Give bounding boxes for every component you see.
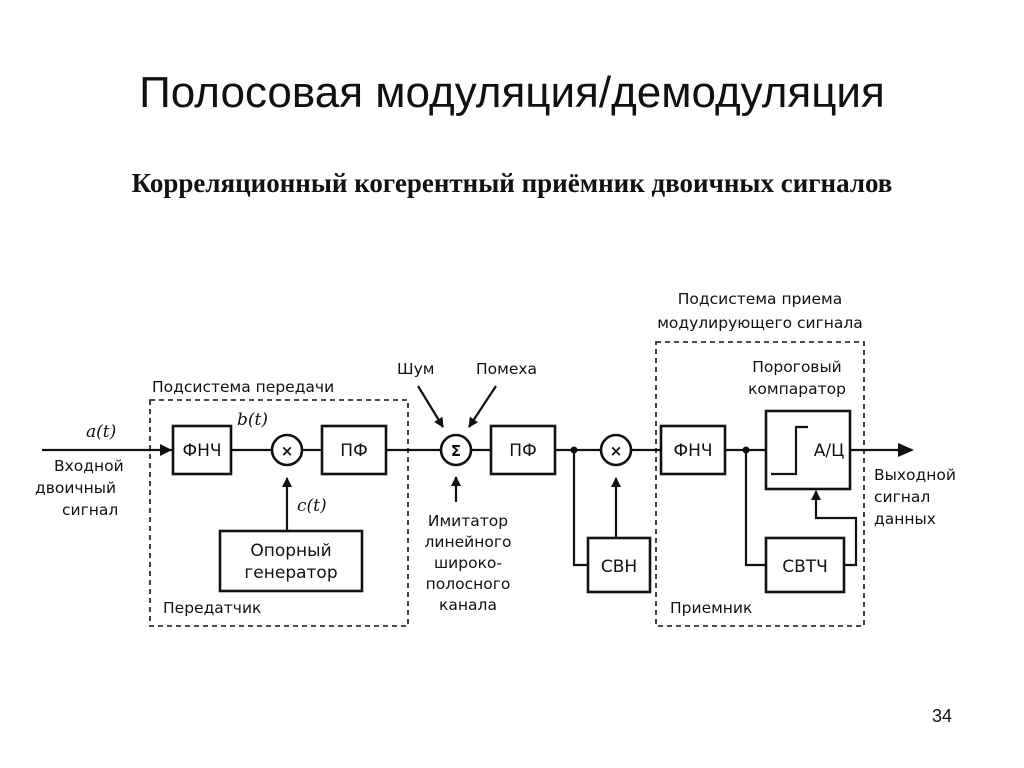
tx-bandpass-label: ПФ: [340, 441, 367, 461]
simulator-label-line2: линейного: [425, 533, 512, 551]
input-label-line2: двоичный: [35, 479, 116, 497]
simulator-label-line5: канала: [439, 596, 497, 614]
reference-signal-c: c(t): [297, 496, 327, 516]
input-label-line3: сигнал: [62, 501, 118, 519]
receiver-subsystem-label-line1: Подсистема приема: [678, 290, 842, 308]
demod-mixer: [599, 433, 633, 467]
mixer-signal-b: b(t): [237, 410, 268, 430]
clock-feedback-line: [811, 490, 858, 567]
output-label-line2: сигнал: [874, 488, 930, 506]
input-arrowhead: [160, 444, 172, 456]
input-label-line1: Входной: [54, 457, 124, 475]
input-signal-a: a(t): [86, 422, 116, 442]
adc-block: [764, 409, 852, 491]
simulator-label-line4: полосного: [426, 575, 511, 593]
output-label-line1: Выходной: [874, 466, 956, 484]
rx-lpf-block: [659, 424, 727, 476]
carrier-recovery-block: [586, 536, 652, 594]
simulator-label-line1: Имитатор: [428, 512, 508, 530]
demod-mixer-symbol: ×: [610, 442, 623, 460]
page-number: 34: [932, 706, 953, 726]
clock-recovery-block: [764, 536, 846, 594]
slide-title: Полосовая модуляция/демодуляция: [139, 68, 885, 117]
rx-lpf-label: ФНЧ: [673, 441, 712, 461]
oscillator-label-line2: генератор: [244, 563, 337, 583]
output-arrowhead: [898, 443, 914, 457]
tx-mixer: [270, 433, 304, 467]
tx-lpf-block: [171, 424, 233, 476]
interference-arrow: [468, 385, 497, 428]
output-label-line3: данных: [874, 510, 936, 528]
comparator-label-line2: компаратор: [748, 380, 846, 398]
simulator-label-line3: широко-: [434, 554, 502, 572]
summator-symbol: Σ: [451, 442, 461, 460]
receiver-group-label: Приемник: [670, 599, 752, 617]
receiver-frame: [655, 341, 865, 627]
reference-oscillator-block: [218, 529, 364, 593]
transmitter-frame: [149, 399, 409, 627]
carrier-branch-line: [572, 450, 588, 567]
tx-bandpass-block: [320, 424, 388, 476]
noise-arrow: [417, 385, 444, 428]
carrier-recovery-label: СВН: [601, 557, 637, 577]
threshold-step-icon: [771, 425, 808, 476]
channel-bandpass-label: ПФ: [509, 441, 536, 461]
tx-lpf-label: ФНЧ: [182, 441, 221, 461]
oscillator-label-line1: Опорный: [250, 541, 331, 561]
transmitter-group-label: Передатчик: [163, 599, 261, 617]
channel-summator: [439, 433, 473, 467]
tx-mixer-symbol: ×: [281, 442, 294, 460]
clock-branch-line: [744, 450, 766, 567]
channel-bandpass-block: [489, 424, 557, 476]
interference-label: Помеха: [476, 360, 537, 378]
slide-subtitle: Корреляционный когерентный приёмник двои…: [131, 168, 893, 198]
transmitter-subsystem-label: Подсистема передачи: [152, 378, 334, 396]
adc-label: А/Ц: [814, 441, 845, 461]
clock-recovery-label: СВТЧ: [782, 557, 828, 577]
receiver-subsystem-label-line2: модулирующего сигнала: [657, 314, 863, 332]
noise-label: Шум: [397, 360, 434, 378]
comparator-label-line1: Пороговый: [752, 358, 842, 376]
